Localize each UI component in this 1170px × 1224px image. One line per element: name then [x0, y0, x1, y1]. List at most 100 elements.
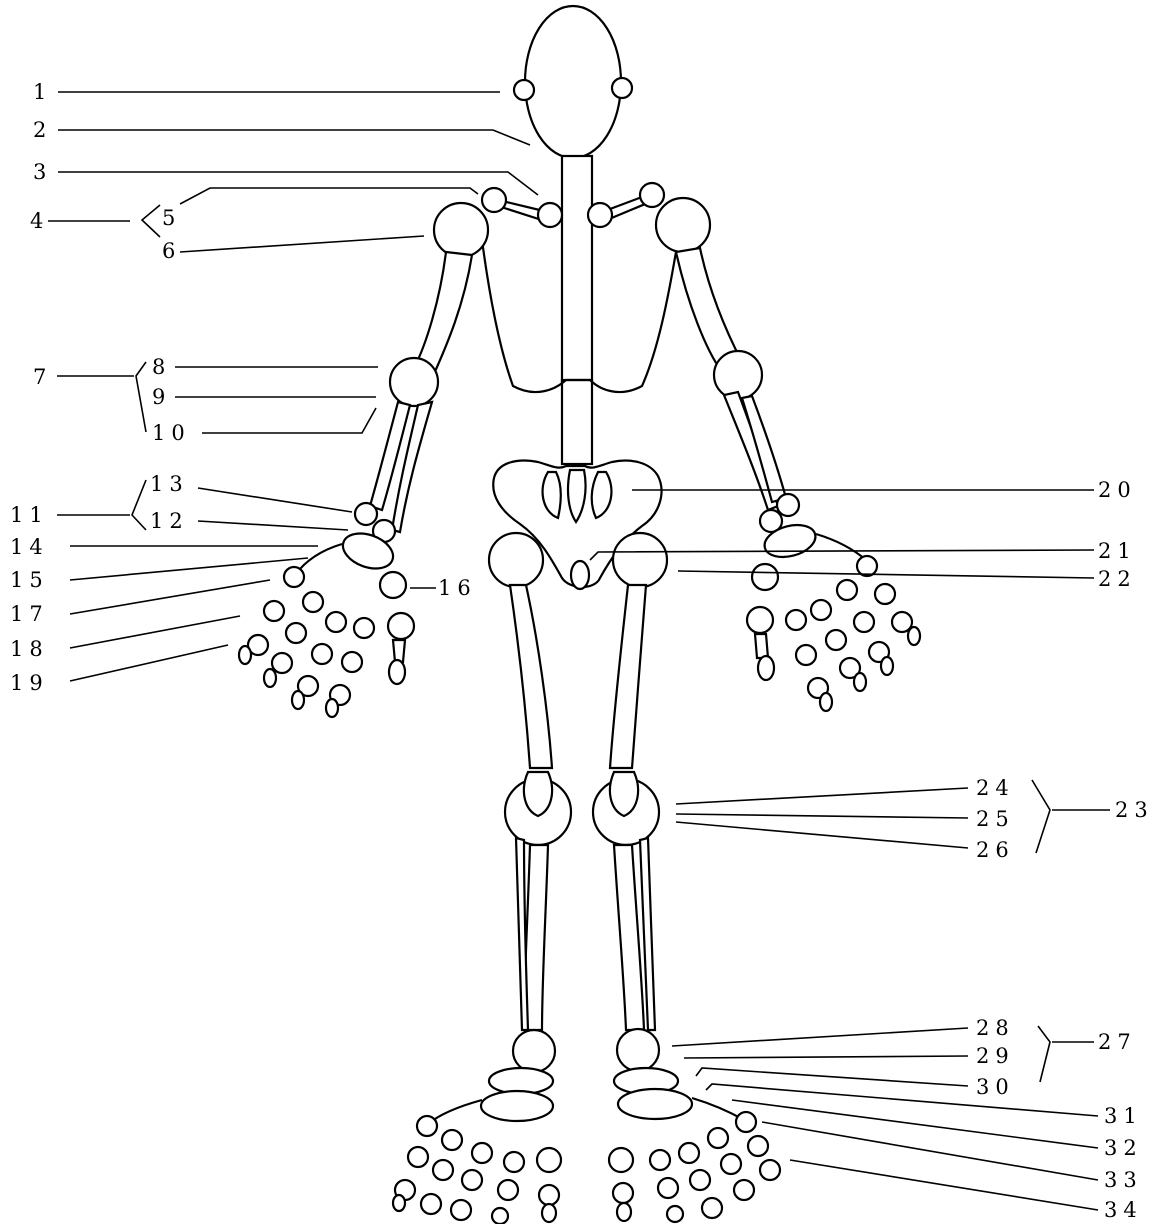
spine-lower: [562, 380, 592, 464]
toe-joint-right: [736, 1112, 756, 1132]
toe-joint-right: [650, 1150, 670, 1170]
toe-joint-right: [609, 1148, 633, 1172]
toe-joint-right: [613, 1183, 633, 1203]
toe-tip-left: [393, 1195, 405, 1211]
hip-joint-left: [489, 533, 543, 587]
finger-tip-left: [292, 691, 304, 709]
finger-joint-left: [326, 612, 346, 632]
toe-joint-left: [504, 1152, 524, 1172]
leader-34: [790, 1160, 1098, 1210]
leader-13: [198, 488, 352, 512]
thumb-end-left: [389, 660, 405, 684]
finger-joint-right: [811, 600, 831, 620]
thumb-end-right: [758, 656, 774, 680]
finger-joint-right: [875, 584, 895, 604]
skull: [525, 6, 621, 158]
finger-joint-right: [796, 645, 816, 665]
label-29: 29: [976, 1044, 1015, 1068]
label-8: 8: [152, 355, 171, 379]
finger-tip-left: [239, 646, 251, 664]
hip-joint-right: [613, 533, 667, 587]
brace-12-13: [132, 480, 146, 530]
leader-2: [58, 130, 530, 145]
brace-28-30: [1038, 1026, 1050, 1082]
label-9: 9: [152, 385, 171, 409]
label-5: 5: [162, 206, 181, 230]
coccyx-pubis: [571, 561, 589, 589]
thumb-base-right: [752, 564, 778, 590]
finger-joint-left: [303, 592, 323, 612]
leader-32: [732, 1100, 1098, 1148]
thumb-tip-left: [393, 640, 405, 662]
label-21: 21: [1098, 539, 1137, 563]
sternoclavicular-joint-right: [588, 203, 612, 227]
label-11: 11: [10, 503, 49, 527]
elbow-joint-left: [390, 358, 438, 406]
shoulder-joint-left: [434, 203, 488, 257]
finger-joint-left: [312, 644, 332, 664]
label-2: 2: [33, 118, 52, 142]
toe-joint-right: [690, 1170, 710, 1190]
leader-26: [676, 822, 968, 848]
spine-upper: [562, 156, 592, 382]
leader-28: [672, 1028, 968, 1046]
finger-tip-left: [326, 699, 338, 717]
toe-joint-right: [721, 1154, 741, 1174]
toe-joint-right: [734, 1180, 754, 1200]
wrist-joint-right: [777, 494, 799, 516]
finger-joint-right: [837, 580, 857, 600]
label-15: 15: [10, 568, 49, 592]
toe-joint-right: [760, 1160, 780, 1180]
toe-joint-left: [408, 1147, 428, 1167]
finger-tip-right: [881, 657, 893, 675]
wrist-joint-left: [355, 503, 377, 525]
humerus-left: [414, 252, 472, 376]
finger-joint-left: [354, 618, 374, 638]
finger-joint-right: [854, 612, 874, 632]
femur-left: [510, 585, 552, 768]
toe-joint-left: [498, 1180, 518, 1200]
finger-joint-right: [857, 556, 877, 576]
toe-joint-left: [539, 1185, 559, 1205]
finger-joint-left: [264, 601, 284, 621]
sternoclavicular-joint-left: [538, 203, 562, 227]
finger-tip-right: [820, 693, 832, 711]
label-28: 28: [976, 1016, 1015, 1040]
shoulder-joint-right: [656, 198, 710, 252]
label-6: 6: [162, 239, 181, 263]
tarsal-lower-left: [481, 1091, 553, 1121]
patella-left: [524, 772, 552, 816]
label-30: 30: [976, 1075, 1015, 1099]
finger-tip-right: [908, 627, 920, 645]
leader-19: [70, 645, 228, 681]
leader-31: [706, 1084, 1098, 1116]
toe-joint-left: [442, 1130, 462, 1150]
ear-joint-right: [612, 78, 632, 98]
femur-right: [610, 585, 646, 768]
leader-29: [684, 1056, 968, 1058]
ankle-joint-left: [513, 1030, 555, 1072]
fibula-left: [516, 838, 528, 1030]
label-23: 23: [1115, 798, 1154, 822]
label-19: 19: [10, 671, 49, 695]
toe-joint-left: [492, 1208, 508, 1224]
toe-joint-right: [708, 1128, 728, 1148]
label-27: 27: [1098, 1030, 1137, 1054]
toe-tip-left: [542, 1204, 556, 1222]
leader-30: [696, 1068, 968, 1086]
finger-tip-left: [264, 669, 276, 687]
label-31: 31: [1104, 1104, 1143, 1128]
leader-5: [180, 188, 478, 204]
toe-joint-right: [679, 1143, 699, 1163]
label-17: 17: [10, 602, 49, 626]
finger-joint-left: [272, 653, 292, 673]
label-14: 14: [10, 535, 49, 559]
tarsal-lower-right: [618, 1089, 692, 1119]
patella-right: [610, 772, 638, 816]
label-13: 13: [150, 472, 189, 496]
leader-3: [58, 172, 538, 195]
leader-22: [678, 571, 1094, 578]
leader-33: [762, 1122, 1098, 1180]
toe-joint-left: [462, 1170, 482, 1190]
